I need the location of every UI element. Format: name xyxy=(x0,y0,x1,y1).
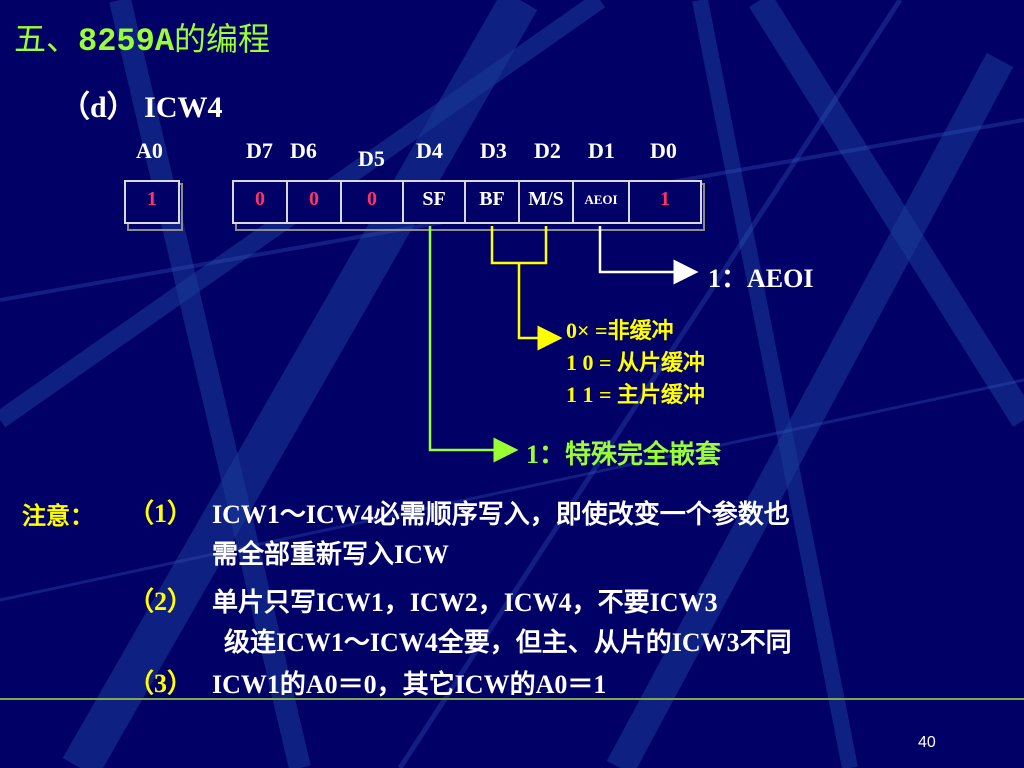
slide-title: 五、8259A的编程 xyxy=(14,14,270,60)
bit-value-d2: M/S xyxy=(528,188,564,210)
note-2-line-2: 级连ICW1～ICW4全要，但主、从片的ICW3不同 xyxy=(224,628,792,657)
title-prefix: 五、 xyxy=(14,20,79,58)
bit-cell-d0: 1 xyxy=(628,180,702,224)
notes-heading: 注意： xyxy=(22,504,94,530)
bit-label-d0: D0 xyxy=(650,138,677,163)
section-subtitle: （d） ICW4 xyxy=(60,91,223,124)
bit-cell-d2: M/S xyxy=(518,180,574,224)
buffer-mode-line-3: 1 1 = 主片缓冲 xyxy=(566,382,706,407)
bit-label-d4: D4 xyxy=(416,138,443,163)
bit-label-d6: D6 xyxy=(290,138,317,163)
bit-cell-d4: SF xyxy=(402,180,466,224)
bit-value-d4: SF xyxy=(422,188,446,210)
note-1-line-1: ICW1～ICW4必需顺序写入，即使改变一个参数也 xyxy=(212,500,790,529)
bit-value-d6: 0 xyxy=(309,188,319,210)
title-number: 8259A xyxy=(78,23,175,60)
bit-value-d0: 1 xyxy=(660,188,670,210)
aeoi-annotation: 1：AEOI xyxy=(708,264,814,293)
bit-label-d2: D2 xyxy=(534,138,561,163)
bit-cell-d6: 0 xyxy=(286,180,342,224)
footer-divider xyxy=(0,698,1024,700)
note-3-number: （3） xyxy=(128,669,194,698)
bit-value-d1: AEOI xyxy=(584,192,618,207)
bit-label-d5: D5 xyxy=(358,146,385,171)
bit-value-d7: 0 xyxy=(255,188,265,210)
bit-label-d7: D7 xyxy=(246,138,273,163)
a0-header: A0 xyxy=(136,138,163,163)
note-1-line-2: 需全部重新写入ICW xyxy=(212,540,449,569)
bit-value-d5: 0 xyxy=(367,188,377,210)
bit-cell-d1: AEOI xyxy=(572,180,630,224)
note-3-line-1: ICW1的A0＝0，其它ICW的A0＝1 xyxy=(212,670,607,699)
a0-value: 1 xyxy=(147,188,157,210)
page-number: 40 xyxy=(918,734,936,751)
note-2-line-1: 单片只写ICW1，ICW2，ICW4，不要ICW3 xyxy=(212,588,718,617)
note-1-number: （1） xyxy=(128,499,194,528)
a0-value-cell: 1 xyxy=(124,180,180,224)
bit-cell-d7: 0 xyxy=(232,180,288,224)
note-2-number: （2） xyxy=(128,587,194,616)
buffer-mode-line-1: 0× =非缓冲 xyxy=(566,318,674,343)
bit-label-d3: D3 xyxy=(480,138,507,163)
bit-value-d3: BF xyxy=(479,188,505,210)
bit-cell-d3: BF xyxy=(464,180,520,224)
sfnm-annotation: 1：特殊完全嵌套 xyxy=(526,440,722,469)
bit-label-d1: D1 xyxy=(588,138,615,163)
buffer-mode-line-2: 1 0 = 从片缓冲 xyxy=(566,350,706,375)
title-suffix: 的编程 xyxy=(174,20,271,58)
